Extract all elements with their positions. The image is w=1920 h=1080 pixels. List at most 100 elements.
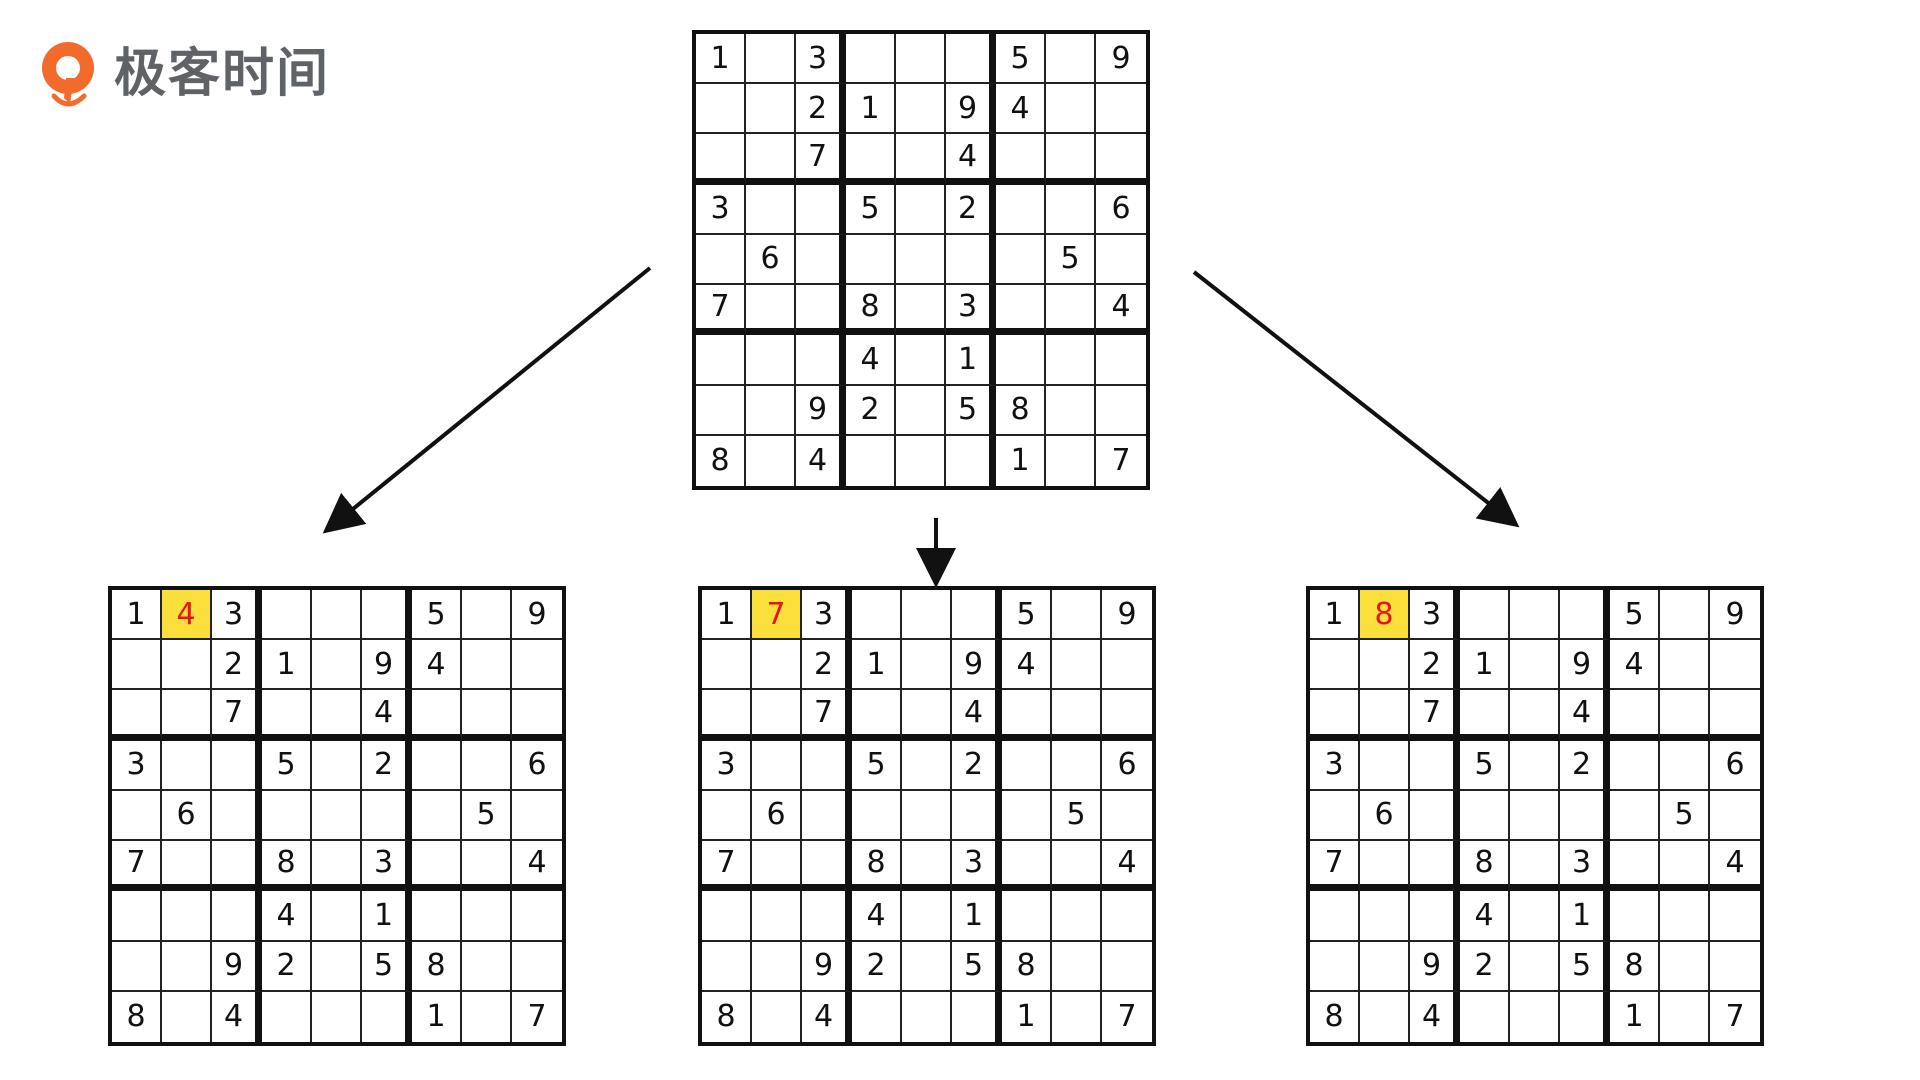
sudoku-cell: 6 [1102, 741, 1152, 791]
sudoku-cell: 4 [1102, 841, 1152, 892]
sudoku-cell: 3 [1310, 740, 1360, 791]
sudoku-cell: 9 [212, 941, 262, 992]
sudoku-cell [702, 790, 752, 842]
sudoku-cell [512, 942, 562, 992]
sudoku-cell [1310, 941, 1360, 992]
sudoku-cell [262, 690, 312, 741]
sudoku-cell [896, 285, 946, 336]
sudoku-cell [1096, 386, 1146, 436]
sudoku-cell [746, 385, 796, 436]
sudoku-cell: 2 [1560, 740, 1610, 791]
sudoku-cell [112, 690, 162, 741]
sudoku-cell [412, 740, 462, 791]
sudoku-cell: 5 [952, 941, 1002, 992]
sudoku-cell [312, 790, 362, 842]
sudoku-cell [1710, 690, 1760, 741]
sudoku-cell [746, 285, 796, 336]
sudoku-cell [796, 234, 846, 286]
sudoku-cell: 7 [796, 134, 846, 185]
sudoku-cell: 4 [946, 134, 996, 185]
sudoku-cell: 8 [412, 941, 462, 992]
sudoku-cell [212, 891, 262, 942]
sudoku-cell [1410, 891, 1460, 942]
sudoku-cell [162, 941, 212, 992]
sudoku-cell: 5 [462, 790, 512, 842]
sudoku-cell: 3 [112, 740, 162, 791]
sudoku-cell: 9 [802, 941, 852, 992]
sudoku-cell: 1 [112, 590, 162, 641]
sudoku-cell: 8 [1610, 941, 1660, 992]
sudoku-cell: 1 [696, 34, 746, 85]
sudoku-cell [112, 891, 162, 942]
sudoku-cell [852, 690, 902, 741]
sudoku-cell [1096, 134, 1146, 185]
sudoku-cell: 2 [952, 740, 1002, 791]
sudoku-cell: 7 [112, 841, 162, 892]
sudoku-cell [1360, 740, 1410, 791]
sudoku-cell [696, 134, 746, 185]
sudoku-cell: 3 [952, 841, 1002, 892]
sudoku-cell: 6 [162, 790, 212, 842]
sudoku-cell: 7 [1111, 443, 1131, 479]
sudoku-cell: 8 [846, 285, 896, 336]
sudoku-cell [1510, 841, 1560, 892]
sudoku-cell: 4 [846, 335, 896, 386]
sudoku-cell [1046, 84, 1096, 135]
sudoku-cell [896, 234, 946, 286]
sudoku-cell [412, 891, 462, 942]
sudoku-cell [896, 134, 946, 185]
sudoku-cell [1052, 740, 1102, 791]
sudoku-cell [952, 991, 1002, 1042]
sudoku-cell: 9 [362, 640, 412, 691]
sudoku-cell [1560, 991, 1610, 1042]
sudoku-cell [996, 335, 1046, 386]
sudoku-cell [846, 134, 896, 185]
sudoku-cell: 2 [1460, 941, 1510, 992]
sudoku-cell: 4 [262, 891, 312, 942]
sudoku-cell [802, 740, 852, 791]
sudoku-cell [1610, 740, 1660, 791]
sudoku-cell [1102, 891, 1152, 942]
sudoku-cell: 1 [702, 590, 752, 641]
sudoku-cell: 5 [996, 34, 1046, 85]
sudoku-cell: 1 [1460, 640, 1510, 691]
sudoku-cell: 1 [846, 84, 896, 135]
sudoku-cell [462, 590, 512, 641]
sudoku-cell: 6 [512, 741, 562, 791]
sudoku-cell: 1 [412, 991, 462, 1042]
sudoku-cell: 5 [846, 184, 896, 235]
sudoku-cell: 9 [952, 640, 1002, 691]
sudoku-cell [1560, 790, 1610, 842]
sudoku-cell: 5 [412, 590, 462, 641]
sudoku-cell [1046, 34, 1096, 85]
sudoku-cell [362, 991, 412, 1042]
sudoku-cell: 4 [1560, 690, 1610, 741]
sudoku-cell-highlighted: 4 [162, 590, 212, 641]
sudoku-cell [1002, 690, 1052, 741]
sudoku-cell [1460, 991, 1510, 1042]
sudoku-cell [1052, 841, 1102, 892]
sudoku-cell [312, 991, 362, 1042]
sudoku-cell: 4 [1410, 991, 1460, 1042]
sudoku-cell [796, 184, 846, 235]
sudoku-cell [312, 891, 362, 942]
sudoku-cell [996, 134, 1046, 185]
sudoku-cell [702, 690, 752, 741]
sudoku-cell [746, 435, 796, 486]
sudoku-cell [746, 335, 796, 386]
sudoku-cell: 3 [212, 590, 262, 641]
sudoku-cell: 2 [946, 184, 996, 235]
sudoku-cell-highlighted: 7 [752, 590, 802, 641]
sudoku-cell [262, 991, 312, 1042]
sudoku-cell [462, 941, 512, 992]
arrow-to-left-board [322, 266, 652, 534]
sudoku-cell [802, 790, 852, 842]
sudoku-cell: 4 [1710, 841, 1760, 892]
sudoku-cell [902, 991, 952, 1042]
sudoku-cell [1102, 942, 1152, 992]
sudoku-cell [1310, 640, 1360, 691]
sudoku-cell: 7 [1310, 841, 1360, 892]
